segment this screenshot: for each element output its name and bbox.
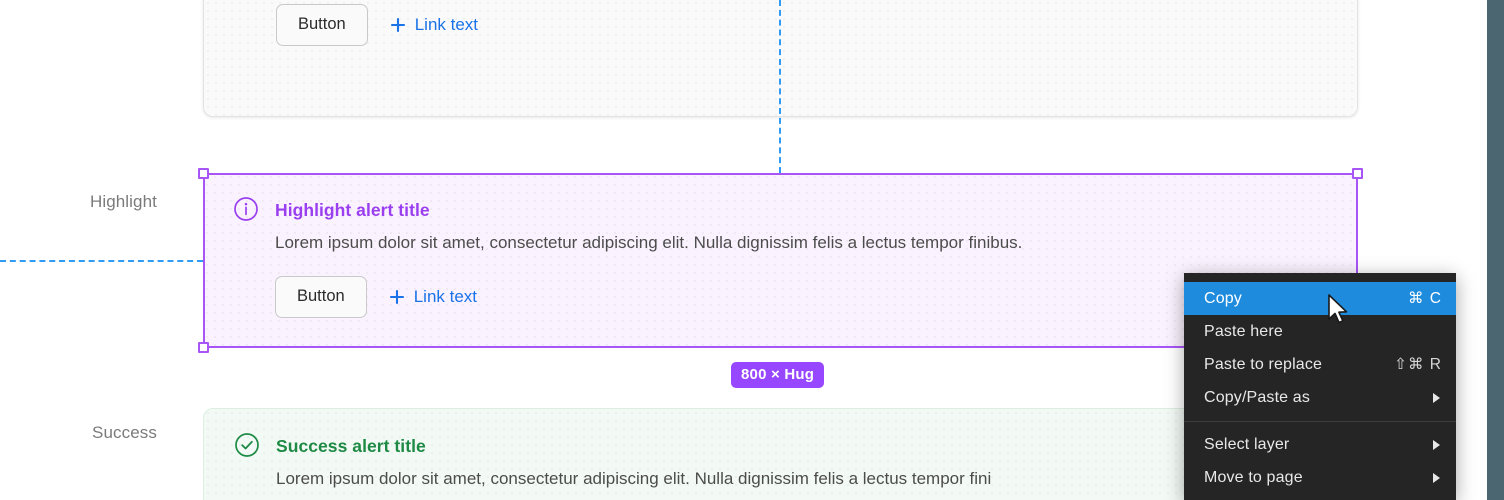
alert-highlight-link-label: Link text xyxy=(413,286,478,306)
alert-highlight-body: Highlight alert title Lorem ipsum dolor … xyxy=(203,197,1358,318)
alert-neutral-link[interactable]: Link text xyxy=(390,15,478,35)
submenu-arrow-icon xyxy=(1433,392,1440,403)
submenu-arrow-icon xyxy=(1433,439,1440,450)
alert-neutral-actions: Button Link text xyxy=(276,4,1329,46)
context-menu-item-paste-to-replace-shortcut: ⇧⌘ R xyxy=(1394,356,1442,373)
alert-neutral-button[interactable]: Button xyxy=(276,4,368,46)
row-label-success: Success xyxy=(92,423,157,442)
info-circle-icon xyxy=(234,197,258,221)
alert-neutral-link-label: Link text xyxy=(414,14,479,34)
context-menu-item-move-to-page-label: Move to page xyxy=(1204,468,1303,486)
plus-icon xyxy=(390,17,405,32)
context-menu-item-select-layer[interactable]: Select layer xyxy=(1184,428,1456,461)
context-menu-item-copy-paste-as[interactable]: Copy/Paste as xyxy=(1184,381,1456,414)
check-circle-icon xyxy=(235,433,259,457)
context-menu-item-copy-label: Copy xyxy=(1204,289,1242,307)
plus-icon xyxy=(389,289,404,304)
context-menu-item-move-to-page[interactable]: Move to page xyxy=(1184,461,1456,494)
alert-highlight-button[interactable]: Button xyxy=(275,276,367,318)
alert-success-header: Success alert title xyxy=(234,433,1329,459)
alert-success-title: Success alert title xyxy=(276,436,426,456)
context-menu-item-paste-here-label: Paste here xyxy=(1204,322,1283,340)
context-menu-item-copy-paste-as-label: Copy/Paste as xyxy=(1204,388,1311,406)
context-menu-item-paste-here[interactable]: Paste here xyxy=(1184,315,1456,348)
context-menu[interactable]: Copy ⌘ C Paste here Paste to replace ⇧⌘ … xyxy=(1184,273,1456,500)
context-menu-item-select-layer-label: Select layer xyxy=(1204,435,1290,453)
alignment-guide-vertical xyxy=(779,0,781,173)
submenu-arrow-icon xyxy=(1433,472,1440,483)
right-panel-edge xyxy=(1487,0,1504,500)
size-badge: 800 × Hug xyxy=(731,362,825,388)
alert-success-description: Lorem ipsum dolor sit amet, consectetur … xyxy=(276,469,992,488)
alert-highlight-link[interactable]: Link text xyxy=(389,287,477,307)
context-menu-item-paste-to-replace[interactable]: Paste to replace ⇧⌘ R xyxy=(1184,348,1456,381)
alert-neutral-body: Lorem ipsum dolor sit amet, consectetur … xyxy=(204,0,1357,46)
row-label-highlight: Highlight xyxy=(89,192,157,211)
alert-highlight-title: Highlight alert title xyxy=(275,200,430,220)
alignment-guide-horizontal xyxy=(0,260,203,262)
alert-highlight-description: Lorem ipsum dolor sit amet, consectetur … xyxy=(275,233,1023,252)
context-menu-item-copy[interactable]: Copy ⌘ C xyxy=(1184,282,1456,315)
alert-highlight-header: Highlight alert title xyxy=(233,197,1330,223)
context-menu-item-copy-shortcut: ⌘ C xyxy=(1408,290,1442,307)
context-menu-item-paste-to-replace-label: Paste to replace xyxy=(1204,355,1323,373)
alert-success-body: Success alert title Lorem ipsum dolor si… xyxy=(204,433,1357,491)
context-menu-separator xyxy=(1184,421,1456,422)
alert-highlight-actions: Button Link text xyxy=(275,276,1330,318)
